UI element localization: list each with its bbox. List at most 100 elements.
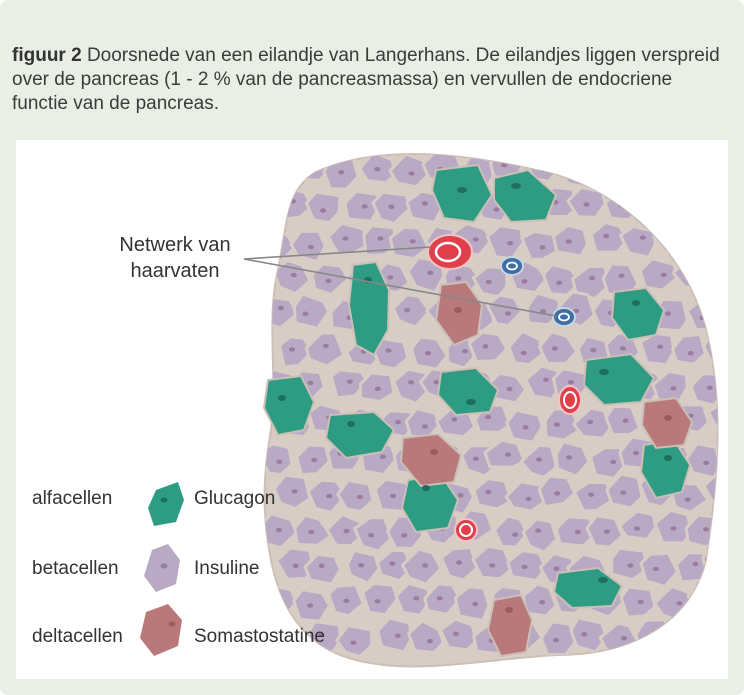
legend-beta-cell-label: betacellen xyxy=(32,558,119,579)
capillary-red xyxy=(454,518,478,542)
beta-cell xyxy=(483,438,527,469)
beta-nucleus xyxy=(565,239,572,244)
beta-nucleus xyxy=(455,276,462,281)
beta-nucleus xyxy=(368,533,375,538)
beta-nucleus xyxy=(422,563,429,568)
beta-cell xyxy=(671,333,707,366)
beta-nucleus xyxy=(307,380,314,385)
beta-nucleus xyxy=(269,241,276,246)
beta-cell xyxy=(401,547,443,586)
beta-nucleus xyxy=(472,456,479,461)
figure-label: figuur 2 xyxy=(12,45,82,66)
beta-nucleus xyxy=(308,244,314,250)
beta-nucleus xyxy=(647,205,653,210)
beta-nucleus xyxy=(276,459,283,464)
alpha-cell xyxy=(262,374,316,437)
delta-nucleus xyxy=(430,449,438,455)
islet-diagram xyxy=(140,153,724,668)
beta-nucleus xyxy=(543,377,549,382)
beta-nucleus xyxy=(318,563,325,568)
beta-nucleus xyxy=(553,566,560,571)
beta-nucleus xyxy=(409,239,416,244)
capillary-red xyxy=(558,385,582,415)
beta-nucleus xyxy=(692,561,699,567)
beta-nucleus xyxy=(343,528,350,534)
beta-nucleus xyxy=(621,636,627,641)
beta-nucleus xyxy=(700,241,707,246)
alpha-nucleus xyxy=(664,455,672,461)
beta-nucleus xyxy=(670,526,677,531)
beta-cell xyxy=(264,442,294,477)
beta-cell xyxy=(471,544,514,581)
beta-nucleus xyxy=(404,308,410,313)
beta-nucleus xyxy=(394,633,401,638)
beta-cell xyxy=(667,624,706,659)
beta-nucleus xyxy=(322,343,329,349)
beta-cell xyxy=(687,154,718,190)
beta-nucleus xyxy=(311,457,318,463)
beta-nucleus xyxy=(588,492,595,497)
beta-nucleus xyxy=(408,380,415,385)
alpha-cell xyxy=(610,286,666,342)
alpha-nucleus xyxy=(278,395,286,401)
beta-cell xyxy=(686,582,718,617)
beta-nucleus xyxy=(610,459,617,465)
beta-nucleus xyxy=(433,380,440,385)
beta-nucleus xyxy=(427,270,434,275)
diagram-panel: Netwerk van haarvaten alfacellen Glucago… xyxy=(16,140,728,679)
figure-caption: figuur 2 Doorsnede van een eilandje van … xyxy=(12,44,724,116)
beta-cell xyxy=(293,513,333,547)
beta-nucleus xyxy=(356,494,363,500)
beta-nucleus xyxy=(504,311,511,316)
beta-cell xyxy=(388,225,430,261)
beta-nucleus xyxy=(639,235,646,240)
beta-nucleus xyxy=(338,170,345,175)
beta-nucleus xyxy=(291,489,298,494)
beta-cell xyxy=(603,188,642,222)
beta-nucleus xyxy=(633,450,640,456)
beta-nucleus xyxy=(590,348,597,353)
alpha-nucleus xyxy=(466,399,476,405)
beta-nucleus xyxy=(308,529,315,535)
beta-nucleus xyxy=(684,497,691,502)
legend-beta-nucleus xyxy=(160,563,168,569)
beta-nucleus xyxy=(413,596,420,601)
beta-nucleus xyxy=(493,207,500,212)
alpha-nucleus xyxy=(632,300,640,306)
beta-cell xyxy=(705,262,718,298)
beta-nucleus xyxy=(589,275,596,281)
beta-cell xyxy=(706,401,718,435)
callout-leader-line xyxy=(243,246,432,260)
beta-nucleus xyxy=(521,279,528,284)
alpha-nucleus xyxy=(422,485,430,491)
beta-nucleus xyxy=(718,205,724,209)
beta-nucleus xyxy=(425,351,432,356)
delta-cell xyxy=(640,396,694,450)
alpha-cell xyxy=(347,260,391,357)
callout-line-1: Netwerk van xyxy=(119,234,231,256)
beta-nucleus xyxy=(326,493,333,499)
beta-nucleus xyxy=(539,600,546,605)
beta-cell xyxy=(453,585,491,622)
callout-line-2: haarvaten xyxy=(130,260,220,282)
alpha-cell xyxy=(582,352,656,407)
beta-nucleus xyxy=(603,529,610,534)
beta-cell xyxy=(622,154,663,190)
callout-leader-line xyxy=(243,258,557,317)
legend-delta-nucleus xyxy=(168,621,176,627)
beta-nucleus xyxy=(554,491,561,496)
beta-nucleus xyxy=(422,424,428,429)
beta-nucleus xyxy=(619,346,626,351)
alpha-cell xyxy=(430,163,494,224)
beta-nucleus xyxy=(634,526,640,531)
beta-cell xyxy=(394,581,433,617)
beta-cell xyxy=(701,545,718,581)
beta-nucleus xyxy=(512,532,519,537)
beta-nucleus xyxy=(568,380,574,385)
beta-nucleus xyxy=(682,640,689,645)
legend-delta-hormone-label: Somastostatine xyxy=(194,626,325,647)
beta-nucleus xyxy=(426,638,433,644)
beta-cell xyxy=(554,440,591,478)
beta-nucleus xyxy=(706,385,713,390)
beta-nucleus xyxy=(457,493,464,498)
